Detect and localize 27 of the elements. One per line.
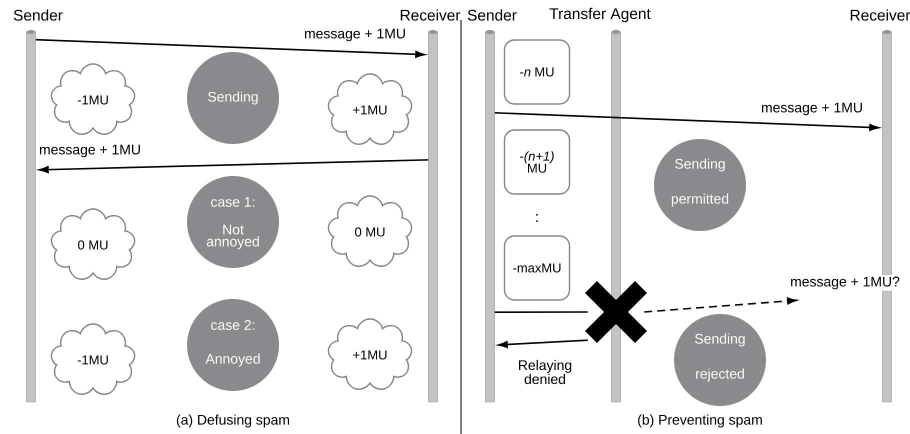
cloud: 0 MU — [50, 208, 136, 280]
cloud: -1MU — [50, 323, 136, 395]
arrow — [36, 38, 426, 58]
cloud: +1MU — [328, 73, 412, 145]
edge-label: message + 1MU — [302, 27, 408, 43]
edge-label: message + 1MU — [38, 143, 142, 159]
edge-label: message + 1MU — [760, 101, 864, 117]
arrow — [494, 112, 880, 131]
node-label: Sender — [468, 9, 517, 21]
arrow — [498, 339, 588, 348]
balance-box: -(n+1) MU — [504, 129, 570, 195]
cloud: +1MU — [328, 318, 412, 390]
node-label: Sender — [14, 9, 63, 21]
cloud: -1MU — [50, 63, 136, 135]
node-label: Receiver — [850, 9, 910, 21]
node-label: Transfer Agent — [550, 8, 651, 22]
cross-mark — [584, 280, 648, 344]
caption: (a) Defusing spam — [176, 414, 290, 428]
edge-label: message + 1MU? — [788, 275, 902, 291]
balance-box: -n MU — [504, 39, 570, 105]
node-label: Receiver — [400, 9, 460, 21]
caption: (b) Preventing spam — [638, 414, 762, 428]
arrow — [39, 159, 428, 174]
cloud: 0 MU — [328, 195, 412, 267]
balance-box: -maxMU — [504, 235, 570, 301]
ellipsis-dots: : — [536, 214, 538, 222]
arrow — [644, 297, 797, 313]
